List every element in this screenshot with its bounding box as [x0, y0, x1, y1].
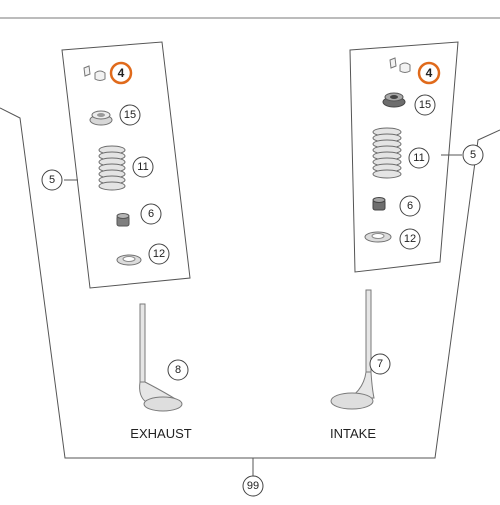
callout-left-retainer-number: 15 [124, 109, 136, 121]
right-spring-retainer [382, 92, 406, 108]
left-valve-spring [98, 145, 126, 191]
callout-intake-valve[interactable]: 7 [369, 353, 391, 375]
callout-left-retainer[interactable]: 15 [119, 104, 141, 126]
left-assembly-frame [61, 41, 191, 289]
callout-left-keepers[interactable]: 4 [109, 61, 133, 85]
callout-right-assembly-number: 5 [470, 149, 476, 161]
kit-outline [0, 107, 500, 459]
right-valve-spring [372, 127, 402, 179]
callout-left-spring-number: 11 [137, 161, 148, 173]
callout-right-keepers[interactable]: 4 [417, 61, 441, 85]
callout-right-retainer[interactable]: 15 [414, 94, 436, 116]
callout-right-seat[interactable]: 12 [399, 228, 421, 250]
callout-left-seal-number: 6 [148, 208, 154, 220]
intake-label: INTAKE [330, 426, 376, 441]
callout-right-keepers-number: 4 [426, 66, 433, 80]
left-valve-keepers [83, 65, 106, 81]
callout-right-seal-number: 6 [407, 200, 413, 212]
callout-kit-number: 99 [247, 480, 259, 492]
callout-exhaust-valve[interactable]: 8 [167, 359, 189, 381]
callout-right-assembly[interactable]: 5 [462, 144, 484, 166]
callout-exhaust-valve-number: 8 [175, 364, 181, 376]
right-valve-stem-seal [372, 197, 386, 211]
right-assembly-frame [349, 41, 459, 273]
left-valve-stem-seal [116, 213, 130, 227]
callout-left-seal[interactable]: 6 [140, 203, 162, 225]
callout-left-seat[interactable]: 12 [148, 243, 170, 265]
callout-right-spring-number: 11 [413, 152, 424, 164]
right-valve-keepers [389, 57, 411, 73]
callout-left-spring[interactable]: 11 [132, 156, 154, 178]
intake-valve [330, 289, 375, 410]
callout-kit[interactable]: 99 [242, 475, 264, 497]
callout-right-seal[interactable]: 6 [399, 195, 421, 217]
callout-left-keepers-number: 4 [118, 66, 125, 80]
callout-left-assembly[interactable]: 5 [41, 169, 63, 191]
exhaust-valve [139, 303, 183, 412]
callout-right-retainer-number: 15 [419, 99, 431, 111]
callout-right-seat-number: 12 [404, 233, 416, 245]
left-spring-retainer [89, 110, 113, 126]
callout-left-assembly-number: 5 [49, 174, 55, 186]
callout-left-seat-number: 12 [153, 248, 165, 260]
right-spring-seat [364, 231, 392, 243]
exhaust-label: EXHAUST [130, 426, 191, 441]
callout-intake-valve-number: 7 [377, 358, 383, 370]
left-spring-seat [116, 254, 142, 266]
callout-right-spring[interactable]: 11 [408, 147, 430, 169]
